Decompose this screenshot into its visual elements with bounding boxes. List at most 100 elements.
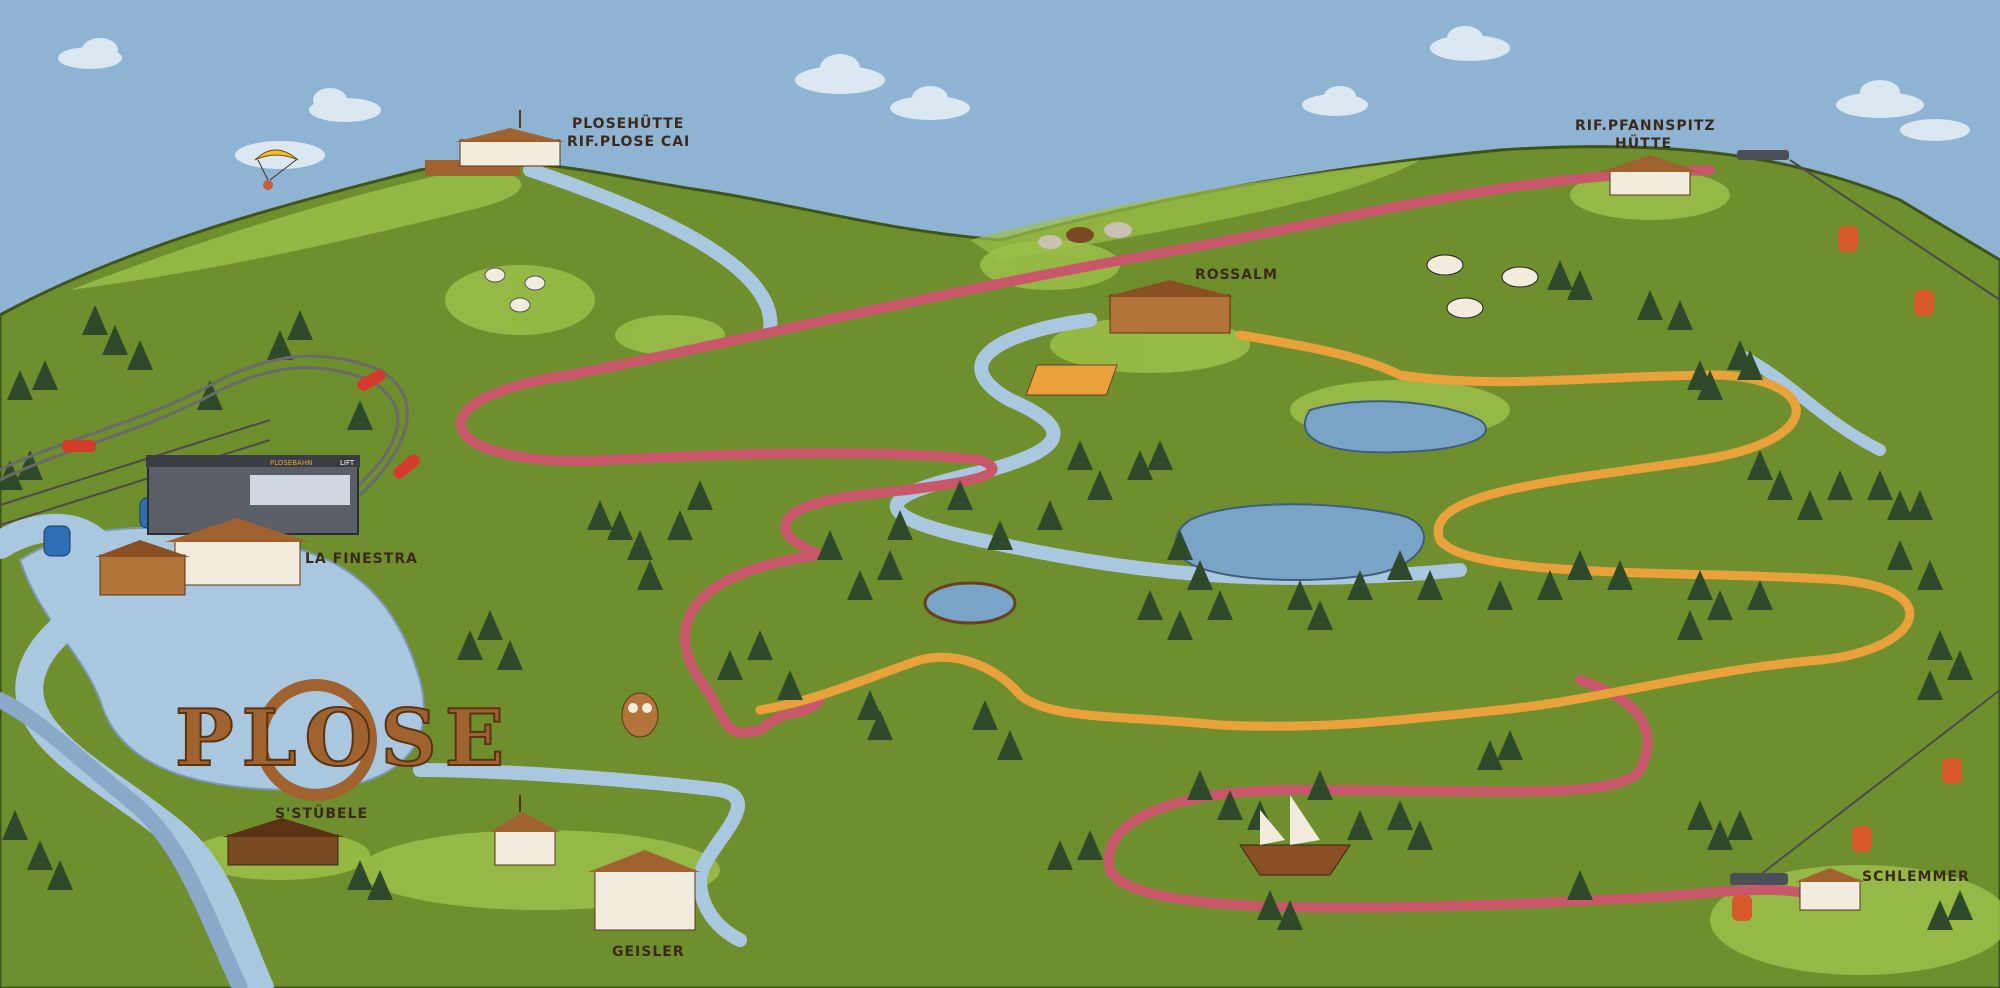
tree-icon [1677,610,1703,640]
tree-icon [1167,610,1193,640]
lakes [923,400,1487,625]
tree-icon [1487,580,1513,610]
tree-icon [1257,890,1283,920]
sheep-icon [484,267,546,313]
tree-icon [1187,770,1213,800]
la-finestra-building [95,518,310,596]
tree-icon [367,870,393,900]
tree-icon [1797,490,1823,520]
gondola-icon [43,525,71,557]
gondola-icon [1852,826,1872,852]
tree-icon [17,450,43,480]
tree-icon [1347,810,1373,840]
trail-orange [755,330,1915,731]
gondola-icon [1914,290,1934,316]
plose-word: PLOSE [175,693,512,784]
horse-icon [1038,222,1132,249]
tree-icon [497,640,523,670]
tree-icon [987,520,1013,550]
tree-icon [1497,730,1523,760]
tree-icon [47,860,73,890]
tree-icon [1947,890,1973,920]
tree-icon [1907,490,1933,520]
tree-icon [1287,580,1313,610]
tree-icon [1477,740,1503,770]
rossalm-hut [1025,280,1235,396]
schlemmer-hut [1795,868,1865,911]
tree-icon [1887,490,1913,520]
tree-icon [1387,800,1413,830]
tree-icon [1827,470,1853,500]
tree-icon [1707,820,1733,850]
trail-pink [455,165,1835,913]
tree-icon [1667,300,1693,330]
tree-icon [1687,570,1713,600]
coaster-cars [62,369,420,479]
pirate-ship [1239,795,1351,876]
tree-icon [1037,500,1063,530]
tree-icon [1707,590,1733,620]
tree-icon [1927,630,1953,660]
tree-icon [1727,810,1753,840]
geisler-hotel [588,850,700,931]
tree-icon [267,330,293,360]
tree-icon [1277,900,1303,930]
tree-icon [1077,830,1103,860]
tree-icon [1687,800,1713,830]
stubele-hut [222,818,344,866]
tree-icon [1747,580,1773,610]
tree-icon [287,310,313,340]
tree-icon [717,650,743,680]
tree-icon [1567,270,1593,300]
tree-icon [1127,450,1153,480]
tree-icon [1087,470,1113,500]
pfannspitz-hut [1600,155,1700,196]
tree-icon [2,810,28,840]
plosehutte-hut [425,110,565,176]
label-plosehutte-line2: RIF.PLOSE CAI [567,134,690,150]
label-pfannspitz-line1: RIF.PFANNSPITZ [1575,118,1716,134]
station-sign-lift: LIFT [340,459,355,467]
tree-icon [1747,450,1773,480]
tree-icon [867,710,893,740]
tree-icon [777,670,803,700]
tree-icon [817,530,843,560]
label-geisler: GEISLER [612,944,685,960]
tree-icon [477,610,503,640]
tree-icon [947,480,973,510]
tree-icon [1927,900,1953,930]
tree-icon [997,730,1023,760]
label-schlemmer: SCHLEMMER [1862,869,1970,885]
tree-icon [27,840,53,870]
gondola-icon [1942,758,1962,784]
tree-icon [1607,560,1633,590]
tree-icon [1167,530,1193,560]
tree-icon [1947,650,1973,680]
tree-icon [637,560,663,590]
tree-icon [347,860,373,890]
label-plosehutte-line1: PLOSEHÜTTE [572,114,684,132]
tree-icon [1727,340,1753,370]
tree-icon [972,700,998,730]
tree-icon [1697,370,1723,400]
tree-icon [607,510,633,540]
tree-icon [1567,550,1593,580]
tree-icon [857,690,883,720]
tree-icon [1917,560,1943,590]
label-la-finestra: LA FINESTRA [305,551,418,567]
tree-icon [82,305,108,335]
chapel [490,795,560,866]
tree-icon [1147,440,1173,470]
station-sign-name: PLOSEBAHN [270,459,312,467]
tree-icon [1387,550,1413,580]
tree-icon [1137,590,1163,620]
tree-icon [1567,870,1593,900]
gondola-icon [1732,895,1752,921]
tree-icon [887,510,913,540]
tree-icon [1547,260,1573,290]
tree-icon [1887,540,1913,570]
clouds [58,26,1970,169]
tree-icon [847,570,873,600]
tree-icon [1407,820,1433,850]
tree-icon [627,530,653,560]
